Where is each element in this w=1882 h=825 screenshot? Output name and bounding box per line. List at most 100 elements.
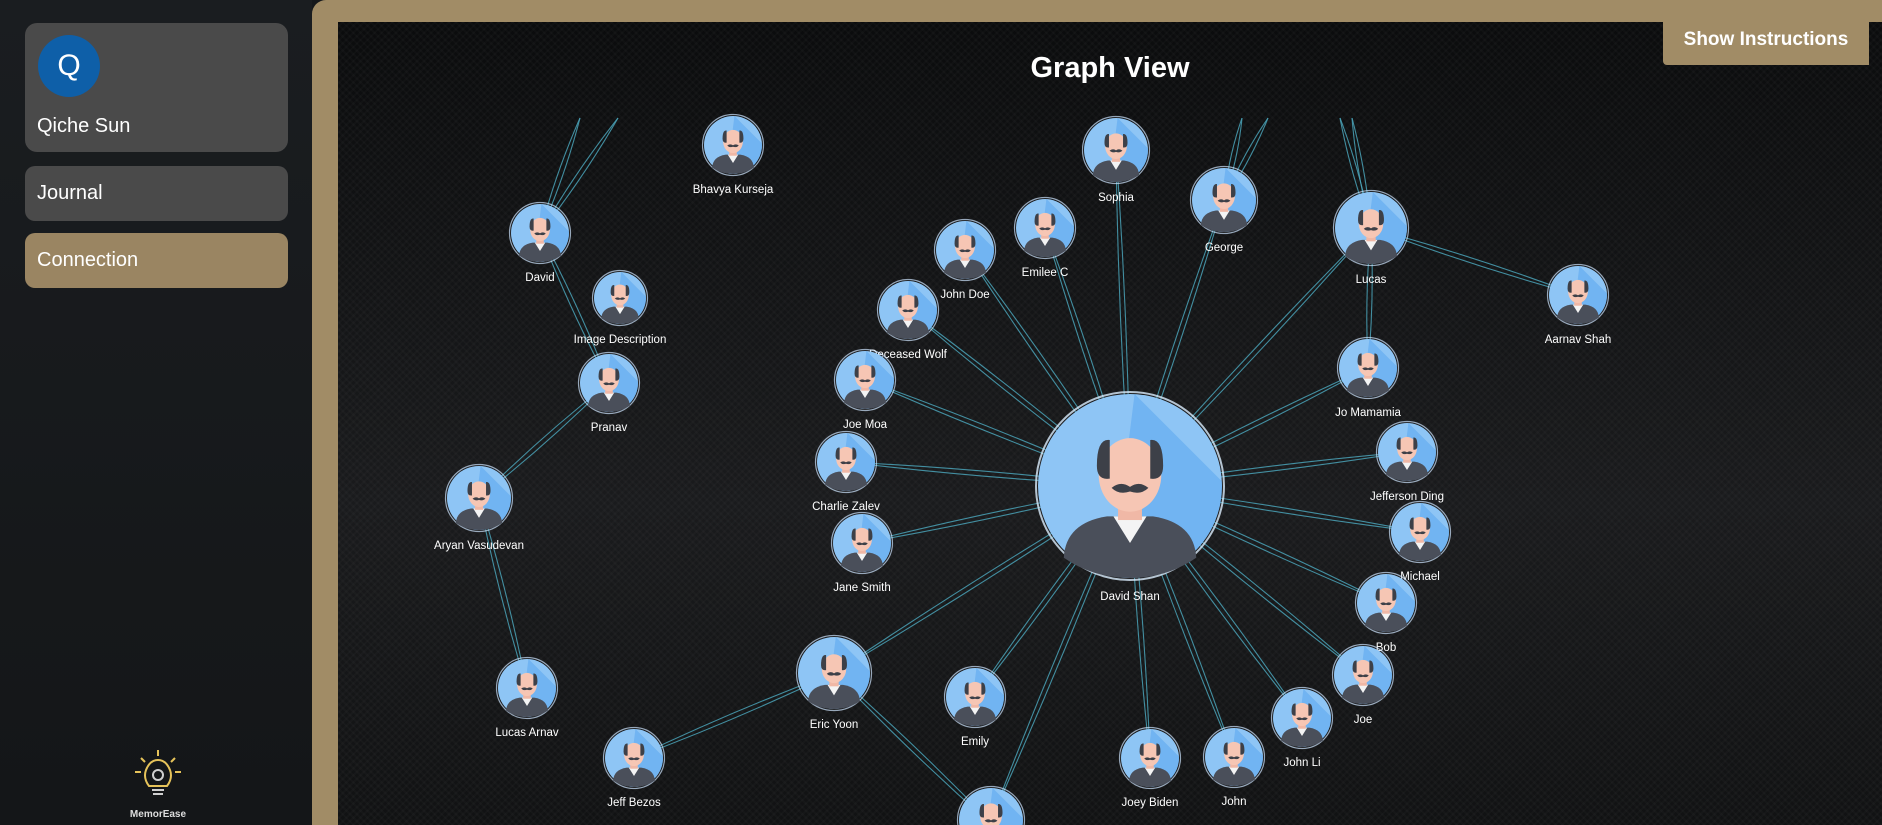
node-label: Michael (1400, 571, 1440, 583)
node-label: Charlie Zalev (812, 501, 880, 513)
node-label: Jo Mamamia (1335, 407, 1401, 419)
avatar[interactable]: Q (38, 35, 100, 97)
sidebar: Q Qiche Sun Journal Connection MemorEase (0, 0, 312, 825)
node-label: Emily (961, 736, 989, 748)
node-label: John Li (1283, 757, 1320, 769)
node-ring (495, 656, 559, 720)
nav-journal-button[interactable]: Journal (25, 166, 288, 221)
graph-node[interactable]: Jane Smith (830, 511, 894, 595)
graph-node[interactable]: Joe (1331, 643, 1395, 727)
graph-node[interactable]: Charlie Zalev (812, 430, 880, 514)
show-instructions-button[interactable]: Show Instructions (1663, 15, 1869, 65)
node-label: Emilee C (1022, 267, 1069, 279)
node-label: Deceased Wolf (869, 349, 948, 361)
graph-node[interactable]: Lucas (1332, 189, 1410, 287)
node-ring (602, 726, 666, 790)
graph-node[interactable]: Bhavya Kurseja (693, 113, 774, 197)
node-label: Joe (1354, 714, 1373, 726)
graph-node[interactable]: Emilee C (1013, 196, 1077, 280)
person-avatar-icon (936, 221, 994, 279)
graph-node[interactable]: John Li (1270, 686, 1334, 770)
person-avatar-icon (959, 788, 1023, 825)
graph-node[interactable]: David (508, 201, 572, 285)
person-avatar-icon (1084, 118, 1148, 182)
graph-node[interactable]: John Doe (933, 218, 997, 302)
person-avatar-icon (704, 116, 762, 174)
person-avatar-icon (1038, 394, 1222, 578)
node-label: Sophia (1098, 192, 1134, 204)
graph-node[interactable]: Sophia (1081, 115, 1151, 205)
profile-card[interactable]: Q Qiche Sun (25, 23, 288, 152)
person-avatar-icon (1121, 729, 1179, 787)
graph-node[interactable]: Aryan Vasudevan (434, 463, 524, 553)
person-avatar-icon (594, 272, 646, 324)
node-label: John Doe (940, 289, 989, 301)
node-label: Joey Biden (1122, 797, 1179, 809)
logo-text: MemorEase (129, 809, 187, 820)
node-ring (591, 269, 649, 327)
profile-name: Qiche Sun (37, 115, 131, 137)
person-avatar-icon (580, 354, 638, 412)
node-label: Jeff Bezos (607, 797, 661, 809)
person-avatar-icon (1378, 423, 1436, 481)
person-avatar-icon (498, 659, 556, 717)
person-avatar-icon (1339, 339, 1397, 397)
node-ring (1332, 189, 1410, 267)
node-ring (876, 278, 940, 342)
graph-node[interactable]: Jo Mamamia (1335, 336, 1402, 420)
node-label: Image Description (574, 334, 667, 346)
person-avatar-icon (817, 433, 875, 491)
graph-node[interactable]: Bob (1354, 571, 1418, 655)
graph-node[interactable]: Joey Biden (1118, 726, 1182, 810)
node-ring (577, 351, 641, 415)
person-avatar-icon (1357, 574, 1415, 632)
graph-node[interactable]: Jefferson Ding (1370, 420, 1444, 504)
graph-node[interactable]: Michael (1388, 500, 1452, 584)
node-ring (1189, 165, 1259, 235)
node-ring (1035, 391, 1225, 581)
node-label: Aryan Vasudevan (434, 540, 524, 552)
person-avatar-icon (447, 466, 511, 530)
node-ring (1202, 725, 1266, 789)
node-ring (1354, 571, 1418, 635)
person-avatar-icon (1192, 168, 1256, 232)
node-ring (1336, 336, 1400, 400)
graph-node[interactable]: George (1189, 165, 1259, 255)
node-ring (1546, 263, 1610, 327)
graph-node[interactable] (956, 785, 1026, 825)
graph-node[interactable]: Image Description (574, 269, 667, 347)
node-label: John (1222, 796, 1247, 808)
person-avatar-icon (1549, 266, 1607, 324)
node-label: Bob (1376, 642, 1396, 654)
nav-connection-button[interactable]: Connection (25, 233, 288, 288)
graph-node[interactable]: Pranav (577, 351, 641, 435)
graph-node[interactable]: Jeff Bezos (602, 726, 666, 810)
node-ring (1270, 686, 1334, 750)
node-label: George (1205, 242, 1243, 254)
node-ring (1013, 196, 1077, 260)
node-label: Eric Yoon (810, 719, 859, 731)
node-ring (833, 348, 897, 412)
node-ring (814, 430, 878, 494)
node-ring (701, 113, 765, 177)
person-avatar-icon (511, 204, 569, 262)
node-ring (444, 463, 514, 533)
lightbulb-gear-icon (135, 750, 181, 795)
person-avatar-icon (946, 668, 1004, 726)
graph-title: Graph View (1030, 52, 1190, 84)
person-avatar-icon (1335, 192, 1407, 264)
graph-node[interactable]: Emily (943, 665, 1007, 749)
person-avatar-icon (1273, 689, 1331, 747)
graph-node[interactable]: Aarnav Shah (1545, 263, 1612, 347)
graph-node[interactable]: Eric Yoon (795, 634, 873, 732)
graph-node-center[interactable]: David Shan (1035, 391, 1225, 603)
graph-node[interactable]: Lucas Arnav (495, 656, 559, 740)
graph-node[interactable]: John (1202, 725, 1266, 809)
graph-node[interactable]: Joe Moa (833, 348, 897, 432)
person-avatar-icon (605, 729, 663, 787)
person-avatar-icon (1391, 503, 1449, 561)
node-label: Aarnav Shah (1545, 334, 1612, 346)
graph-node[interactable]: Deceased Wolf (869, 278, 948, 362)
